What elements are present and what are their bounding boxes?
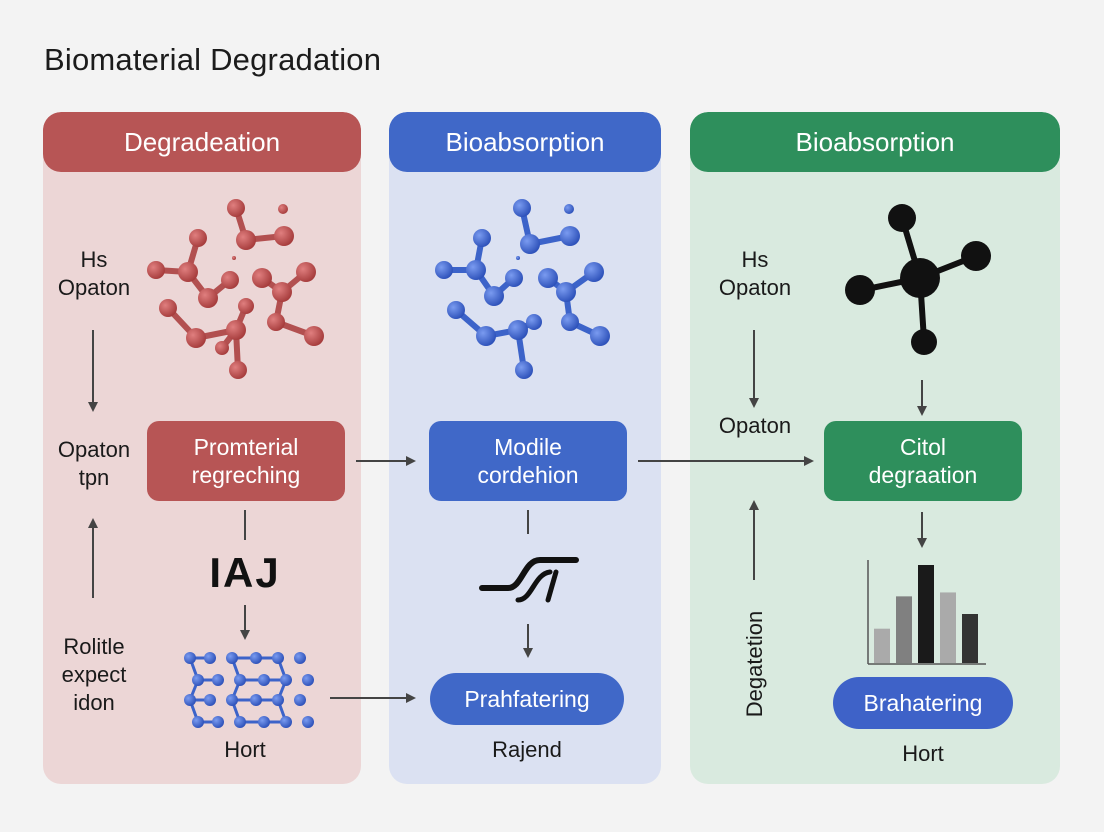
lattice-node xyxy=(212,674,224,686)
citol-degraation-label: Citol degraation xyxy=(868,434,978,488)
red-side-label-top: Hs Opaton xyxy=(57,247,131,300)
lattice-node xyxy=(250,694,262,706)
lattice-node xyxy=(302,716,314,728)
lattice-node xyxy=(204,652,216,664)
bar-2 xyxy=(896,596,912,663)
brahatering-label: Brahatering xyxy=(863,690,983,716)
red-side-label-mid: Opaton tpn xyxy=(57,437,131,490)
bar-4 xyxy=(940,592,956,663)
flow-arrows xyxy=(88,330,927,703)
bioabsorption-header-2-label: Bioabsorption xyxy=(795,126,955,157)
brahatering-box: Brahatering xyxy=(833,677,1013,729)
bar-chart xyxy=(867,560,986,665)
prahfatering-label: Prahfatering xyxy=(464,686,590,712)
lattice-node xyxy=(302,674,314,686)
green-side-label-mid: Opaton xyxy=(718,413,792,438)
red-caption: Hort xyxy=(224,737,266,762)
lattice-node xyxy=(184,652,196,664)
bioabsorption-header: Bioabsorption xyxy=(389,112,661,172)
lattice-node xyxy=(294,694,306,706)
iaj-glyph: IAJ xyxy=(209,549,281,596)
lattice-node xyxy=(258,716,270,728)
bioabsorption-header-label: Bioabsorption xyxy=(445,126,605,157)
green-caption: Hort xyxy=(902,741,944,766)
lattice-node xyxy=(272,694,284,706)
lattice-node xyxy=(258,674,270,686)
modile-cordehion-box: Modile cordehion xyxy=(429,421,627,501)
lattice-node xyxy=(294,652,306,664)
lattice-node xyxy=(192,716,204,728)
page-title: Biomaterial Degradation xyxy=(44,42,382,77)
bioabsorption-header-2: Bioabsorption xyxy=(690,112,1060,172)
lattice-icon xyxy=(184,652,314,728)
promterial-regreching-label: Promterial regreching xyxy=(191,434,301,488)
lattice-node xyxy=(226,652,238,664)
transition-curve-icon-2 xyxy=(515,569,559,603)
prahfatering-box: Prahfatering xyxy=(430,673,624,725)
lattice-node xyxy=(204,694,216,706)
bar-5 xyxy=(962,614,978,663)
lattice-node xyxy=(192,674,204,686)
lattice-node xyxy=(212,716,224,728)
degradation-header-label: Degradeation xyxy=(123,126,281,157)
red-molecule-icon xyxy=(147,199,324,379)
degradation-header: Degradeation xyxy=(43,112,361,172)
bar-1 xyxy=(874,628,890,663)
red-side-label-bottom: Rolitle expect idon xyxy=(61,634,127,715)
modile-cordehion-label: Modile cordehion xyxy=(477,434,579,488)
green-side-label-top: Hs Opaton xyxy=(718,247,792,300)
lattice-node xyxy=(250,652,262,664)
lattice-node xyxy=(234,716,246,728)
transition-curve-icon xyxy=(479,557,579,591)
lattice-node xyxy=(184,694,196,706)
black-molecule-icon xyxy=(845,204,991,355)
lattice-node xyxy=(280,716,292,728)
bar-3 xyxy=(918,565,934,663)
blue-molecule-icon xyxy=(435,199,610,379)
green-side-label-vertical: Degatetion xyxy=(742,610,767,718)
lattice-node xyxy=(280,674,292,686)
lattice-node xyxy=(234,674,246,686)
citol-degraation-box: Citol degraation xyxy=(824,421,1022,501)
promterial-regreching-box: Promterial regreching xyxy=(147,421,345,501)
lattice-node xyxy=(272,652,284,664)
lattice-node xyxy=(226,694,238,706)
blue-caption: Rajend xyxy=(492,737,562,762)
